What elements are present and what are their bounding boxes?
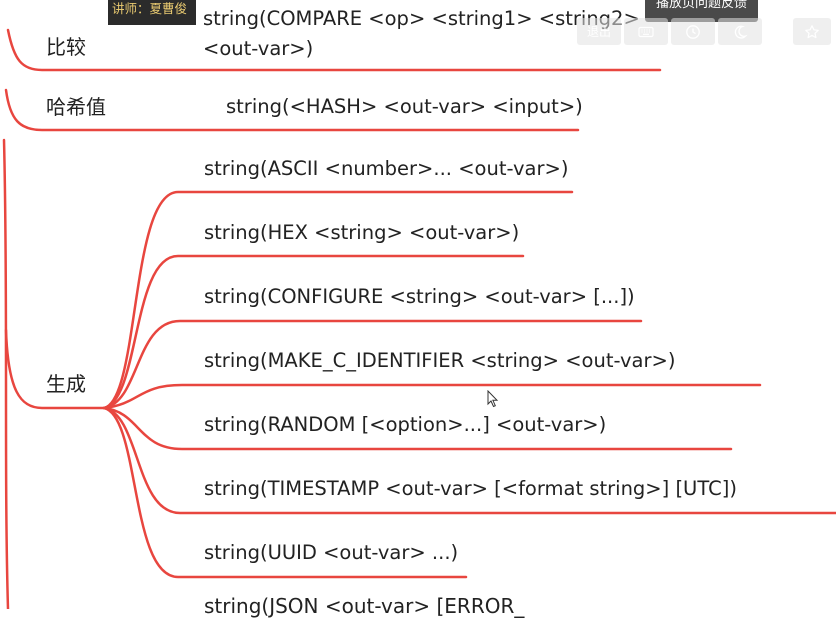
- topic-compare[interactable]: 比较: [46, 35, 86, 59]
- exit-button[interactable]: 退出: [577, 18, 621, 45]
- player-toolbar: 退出: [577, 18, 762, 45]
- leaf-random[interactable]: string(RANDOM [<option>...] <out-var>): [204, 413, 607, 436]
- trunk-line: [2, 138, 10, 609]
- topic-hash[interactable]: 哈希值: [46, 95, 106, 119]
- leaf-uuid[interactable]: string(UUID <out-var> ...): [204, 541, 459, 564]
- leaf-hash[interactable]: string(<HASH> <out-var> <input>): [226, 95, 583, 118]
- keyboard-button[interactable]: [624, 18, 668, 45]
- cursor-icon: [487, 390, 499, 408]
- leaf-hex[interactable]: string(HEX <string> <out-var>): [204, 221, 520, 244]
- lecturer-watermark: 讲师：夏曹俊: [108, 0, 196, 25]
- keyboard-icon: [638, 26, 654, 37]
- edge-make-c: [102, 383, 762, 410]
- exit-label: 退出: [586, 25, 611, 39]
- branch-compare: [6, 28, 662, 72]
- leaf-configure[interactable]: string(CONFIGURE <string> <out-var> [...…: [204, 285, 635, 308]
- leaf-ascii[interactable]: string(ASCII <number>... <out-var>): [204, 157, 569, 180]
- leaf-compare[interactable]: string(COMPARE <op> <string1> <string2> …: [203, 7, 640, 60]
- edge-timestamp: [102, 406, 836, 515]
- night-mode-button[interactable]: [718, 18, 762, 45]
- history-button[interactable]: [671, 18, 715, 45]
- branch-hash: [4, 88, 580, 132]
- moon-icon: [734, 25, 748, 39]
- leaf-make-c-identifier[interactable]: string(MAKE_C_IDENTIFIER <string> <out-v…: [204, 349, 676, 372]
- leaf-timestamp[interactable]: string(TIMESTAMP <out-var> [<format stri…: [204, 477, 737, 500]
- feedback-tooltip[interactable]: 播放页问题反馈: [645, 0, 758, 22]
- topic-generate[interactable]: 生成: [46, 372, 86, 396]
- edge-configure: [102, 319, 643, 410]
- favorite-button[interactable]: [793, 18, 831, 45]
- leaf-next-partial[interactable]: string(JSON <out-var> [ERROR_: [204, 594, 525, 618]
- clock-icon: [686, 24, 700, 39]
- branch-generate: [4, 328, 106, 410]
- edge-random: [102, 406, 733, 451]
- star-icon: [805, 24, 819, 38]
- edge-hex: [102, 254, 525, 410]
- edge-ascii: [102, 190, 574, 410]
- edge-uuid: [102, 406, 468, 579]
